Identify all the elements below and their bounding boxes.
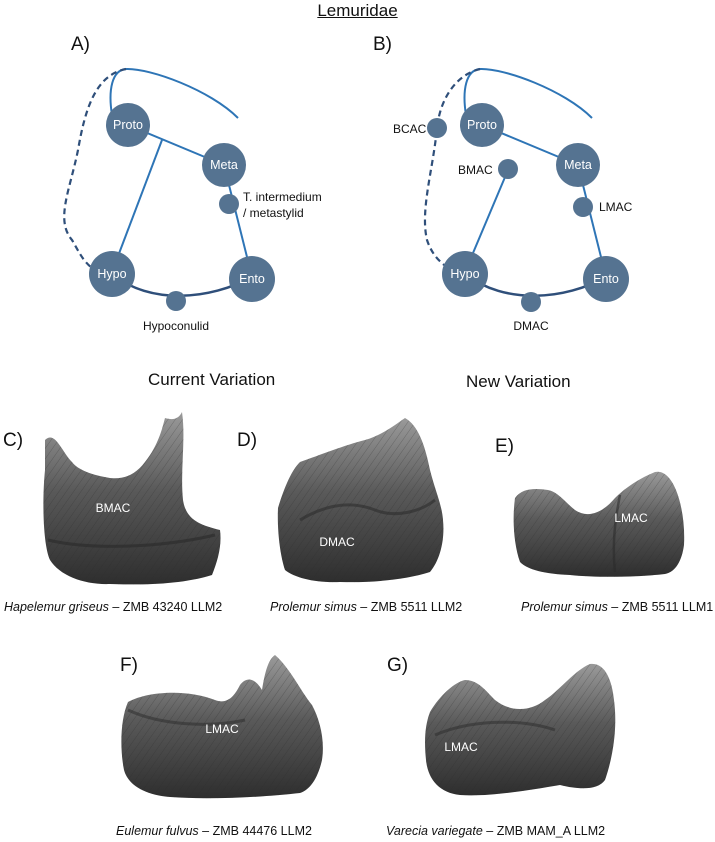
diagram-b: Proto Meta Hypo Ento BCAC BMAC LMAC DMAC (393, 67, 633, 333)
t-intermedium-node (219, 194, 239, 214)
panel-d-letter: D) (237, 430, 258, 451)
lmac-label: LMAC (599, 200, 633, 214)
panel-g-letter: G) (387, 655, 409, 676)
meta-node-b (556, 143, 600, 187)
proto-node-a (106, 103, 150, 147)
hypo-label-a: Hypo (97, 267, 126, 281)
ento-node-a (229, 256, 275, 302)
dmac-label: DMAC (513, 319, 549, 333)
hypo-node-b (442, 251, 488, 297)
panel-e-letter: E) (495, 436, 514, 457)
bcac-label: BCAC (393, 122, 427, 136)
t-intermedium-label: T. intermedium (243, 190, 322, 204)
dashed-loop-a (63, 67, 127, 269)
hypo-node-a (89, 251, 135, 297)
ento-label-b: Ento (593, 272, 619, 286)
bmac-label: BMAC (458, 163, 493, 177)
meta-node-a (202, 143, 246, 187)
tooth-c-label: BMAC (96, 501, 131, 515)
caption-f: Eulemur fulvus – ZMB 44476 LLM2 (116, 824, 312, 838)
panel-a-subtitle: Current Variation (148, 370, 276, 389)
caption-d-specimen: – ZMB 5511 LLM2 (356, 600, 463, 614)
proto-label-b: Proto (467, 118, 497, 132)
panel-f-letter: F) (120, 655, 138, 676)
tooth-e-image: LMAC (513, 471, 685, 577)
panel-b-subtitle: New Variation (466, 372, 571, 391)
meta-label-a: Meta (210, 158, 238, 172)
proto-node-b (460, 103, 504, 147)
hypo-label-b: Hypo (450, 267, 479, 281)
bmac-node (498, 159, 518, 179)
dmac-node (521, 292, 541, 312)
caption-e: Prolemur simus – ZMB 5511 LLM1 (521, 600, 713, 614)
tooth-g-image: LMAC (425, 663, 616, 796)
ento-label-a: Ento (239, 272, 265, 286)
caption-f-specimen: – ZMB 44476 LLM2 (198, 824, 312, 838)
proto-label-a: Proto (113, 118, 143, 132)
hypoconulid-node (166, 291, 186, 311)
bcac-node (427, 118, 447, 138)
caption-c-species: Hapelemur griseus (4, 600, 109, 614)
caption-e-specimen: – ZMB 5511 LLM1 (607, 600, 714, 614)
caption-f-species: Eulemur fulvus (116, 824, 199, 838)
ento-node-b (583, 256, 629, 302)
caption-c: Hapelemur griseus – ZMB 43240 LLM2 (4, 600, 222, 614)
panel-b-letter: B) (373, 34, 392, 55)
tooth-f-image: LMAC (121, 655, 323, 799)
caption-d: Prolemur simus – ZMB 5511 LLM2 (270, 600, 462, 614)
paracristid-line-a (109, 67, 239, 119)
proto-hypo-line-a (111, 139, 163, 273)
panel-a-letter: A) (71, 34, 90, 55)
caption-g: Varecia variegate – ZMB MAM_A LLM2 (386, 824, 605, 838)
panel-c-letter: C) (3, 430, 24, 451)
tooth-c-image: BMAC (43, 412, 221, 585)
caption-d-species: Prolemur simus (270, 600, 357, 614)
lmac-node (573, 197, 593, 217)
paracristid-line-b (463, 67, 593, 119)
diagram-a: Proto Meta Hypo Ento T. intermedium / me… (63, 67, 322, 333)
caption-e-species: Prolemur simus (521, 600, 608, 614)
tooth-f-label: LMAC (205, 722, 239, 736)
metastylid-label: / metastylid (243, 206, 304, 220)
figure-title: Lemuridae (317, 1, 398, 20)
tooth-e-label: LMAC (614, 511, 648, 525)
caption-g-specimen: – ZMB MAM_A LLM2 (482, 824, 606, 838)
tooth-d-image: DMAC (277, 418, 444, 583)
hypoconulid-label: Hypoconulid (143, 319, 209, 333)
tooth-g-label: LMAC (444, 740, 478, 754)
caption-g-species: Varecia variegate (386, 824, 483, 838)
caption-c-specimen: – ZMB 43240 LLM2 (108, 600, 223, 614)
tooth-d-label: DMAC (319, 535, 355, 549)
meta-label-b: Meta (564, 158, 592, 172)
